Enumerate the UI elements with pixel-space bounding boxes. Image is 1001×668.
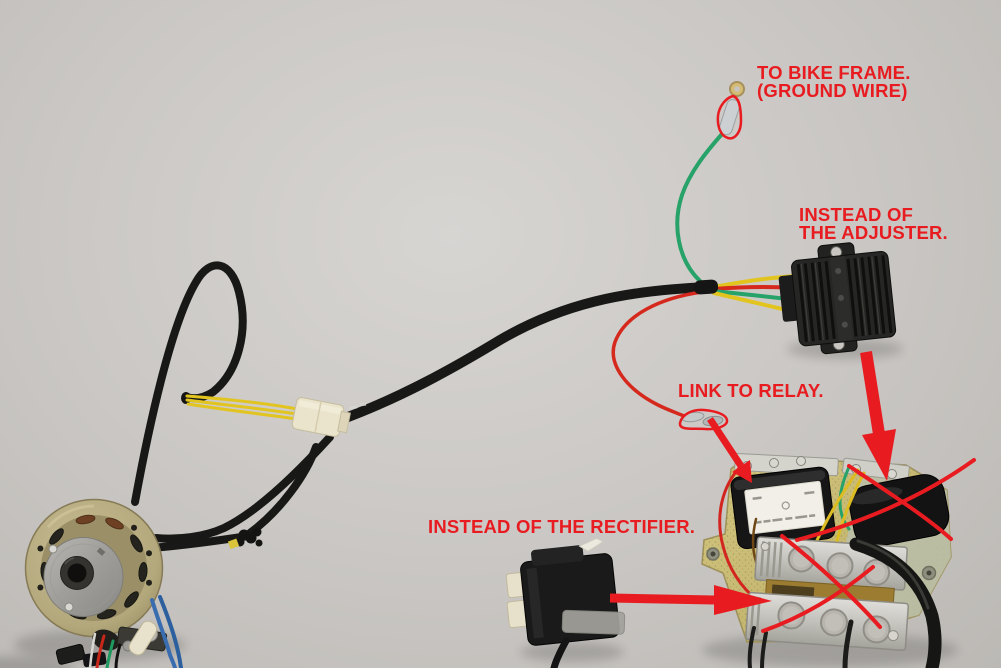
stator-rim-holes <box>37 524 152 591</box>
adjuster-label-line2: THE ADJUSTER. <box>799 221 948 243</box>
cable-knot <box>235 527 263 547</box>
annotation-adjuster-label: INSTEAD OF THE ADJUSTER. <box>799 206 948 241</box>
cdi-output-wire <box>550 637 570 668</box>
cable-print-marking <box>348 402 367 410</box>
black-connector <box>55 643 86 665</box>
white-zip-tie <box>578 537 605 552</box>
annotation-ground-label: TO BIKE FRAME. (GROUND WIRE) <box>757 64 911 99</box>
magneto-flywheel-stator <box>24 498 164 638</box>
relay-label-fine-print <box>752 490 816 524</box>
yellow-tape-band <box>227 538 240 550</box>
relay-black-box <box>730 466 836 550</box>
harness-main-cable <box>335 282 717 425</box>
plate-screw <box>48 544 58 554</box>
cross-out-rectifier-line1 <box>780 534 882 629</box>
plate-screw <box>64 602 74 612</box>
rim-highlight <box>46 504 95 529</box>
harness-loop-tall <box>131 261 247 506</box>
bullet-connector-white <box>128 620 158 656</box>
harness-end-cap <box>693 279 719 295</box>
arrow-to-relay <box>707 417 752 483</box>
circle-ground-terminal <box>716 94 743 140</box>
relay-label <box>744 480 826 535</box>
rubber-strap-band <box>561 609 626 635</box>
cable-highlight <box>856 539 930 610</box>
circle-link-terminal <box>678 408 729 431</box>
adjuster-label-line1: INSTEAD OF <box>799 204 914 225</box>
annotation-rectifier-label: INSTEAD OF THE RECTIFIER. <box>428 516 696 537</box>
annotation-marks <box>678 94 976 633</box>
inline-bullet-connector <box>291 397 351 437</box>
thick-output-cable <box>849 537 942 668</box>
wiring-harness <box>131 261 717 552</box>
annotation-arrows <box>609 351 896 615</box>
plate-bottom-wires <box>747 619 854 668</box>
ground-label-line1: TO BIKE FRAME. <box>757 62 911 83</box>
connector-yellow-wires <box>185 394 299 421</box>
cross-out-rectifier-line2 <box>761 565 875 633</box>
regulator-rectifier-heatsink <box>778 242 897 355</box>
arrow-to-rectifier-position <box>609 585 772 615</box>
cross-out-adjuster-line2 <box>847 464 953 541</box>
annotation-relay-label: LINK TO RELAY. <box>678 380 824 401</box>
harness-loop-low <box>148 532 252 552</box>
harness-connector-downleft <box>152 433 334 543</box>
sheath-end <box>181 392 191 404</box>
red-link-wire <box>611 290 704 418</box>
stator-lead-wires <box>88 595 183 668</box>
arrow-to-adjuster-position <box>860 351 896 481</box>
stock-relay-rectifier-plate <box>701 452 952 668</box>
replacement-relay-unit <box>505 537 626 646</box>
plate-red-wire <box>718 464 760 603</box>
stator-bottom-hardware <box>55 620 168 668</box>
rectifier-block-lower <box>745 591 910 652</box>
ground-label-line2: (GROUND WIRE) <box>757 79 908 101</box>
green-ground-wire <box>675 132 724 283</box>
